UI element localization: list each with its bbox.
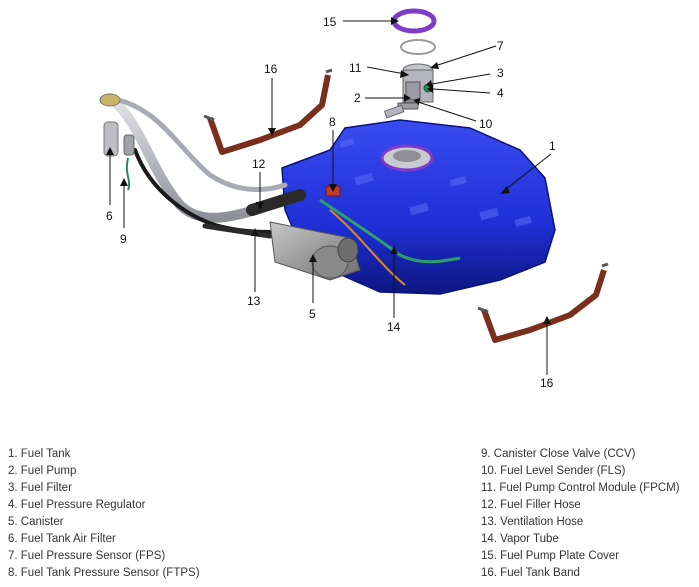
legend-item: 14. Vapor Tube xyxy=(481,533,559,545)
callout-3: 3 xyxy=(497,66,504,80)
legend-item: 12. Fuel Filler Hose xyxy=(481,499,581,511)
leader-lines xyxy=(109,20,552,375)
callout-16-upper: 16 xyxy=(264,62,278,76)
fuel-pump-module xyxy=(383,63,434,119)
tank-ribs xyxy=(339,138,532,227)
legend-right-column: 9. Canister Close Valve (CCV) 10. Fuel L… xyxy=(481,446,680,582)
callout-14: 14 xyxy=(387,320,401,334)
callout-1: 1 xyxy=(549,139,556,153)
legend-item: 9. Canister Close Valve (CCV) xyxy=(481,448,636,460)
legend-item: 8. Fuel Tank Pressure Sensor (FTPS) xyxy=(8,567,200,579)
callout-13: 13 xyxy=(247,294,261,308)
callout-5: 5 xyxy=(309,307,316,321)
callout-6: 6 xyxy=(106,209,113,223)
callout-4: 4 xyxy=(497,86,504,100)
pump-seal-ring xyxy=(400,39,436,55)
legend-item: 6. Fuel Tank Air Filter xyxy=(8,533,116,545)
callout-9: 9 xyxy=(120,232,127,246)
legend-left-column: 1. Fuel Tank 2. Fuel Pump 3. Fuel Filter… xyxy=(8,446,200,582)
legend-item: 5. Canister xyxy=(8,516,64,528)
canister xyxy=(269,221,361,281)
ventilation-hose xyxy=(202,223,273,239)
callout-15: 15 xyxy=(323,15,337,29)
callout-16-lower: 16 xyxy=(540,376,554,390)
callout-8: 8 xyxy=(329,115,336,129)
fuel-pump-plate-cover xyxy=(391,8,437,34)
legend-item: 10. Fuel Level Sender (FLS) xyxy=(481,465,626,477)
legend-item: 15. Fuel Pump Plate Cover xyxy=(481,550,620,562)
fuel-system-diagram: 15 7 11 16 3 2 4 10 8 1 12 6 9 13 5 14 1… xyxy=(99,8,609,390)
legend-item: 2. Fuel Pump xyxy=(8,465,77,477)
fuel-tank-band-upper xyxy=(207,74,331,155)
legend-item: 16. Fuel Tank Band xyxy=(481,567,580,579)
legend-item: 3. Fuel Filter xyxy=(8,482,72,494)
fuel-filler-pipe xyxy=(99,93,288,234)
leader-arrowheads xyxy=(106,17,551,324)
legend-item: 7. Fuel Pressure Sensor (FPS) xyxy=(8,550,166,562)
legend-item: 13. Ventilation Hose xyxy=(481,516,584,528)
callout-11: 11 xyxy=(349,61,362,75)
vapor-tube xyxy=(319,198,461,264)
legend-item: 4. Fuel Pressure Regulator xyxy=(8,499,146,511)
callout-12: 12 xyxy=(252,157,266,171)
callout-2: 2 xyxy=(354,91,361,105)
callout-10: 10 xyxy=(479,117,493,131)
fuel-tank-band-lower xyxy=(481,269,607,343)
legend-item: 11. Fuel Pump Control Module (FPCM) xyxy=(481,482,680,494)
legend-item: 1. Fuel Tank xyxy=(8,448,71,460)
callout-7: 7 xyxy=(497,39,504,53)
